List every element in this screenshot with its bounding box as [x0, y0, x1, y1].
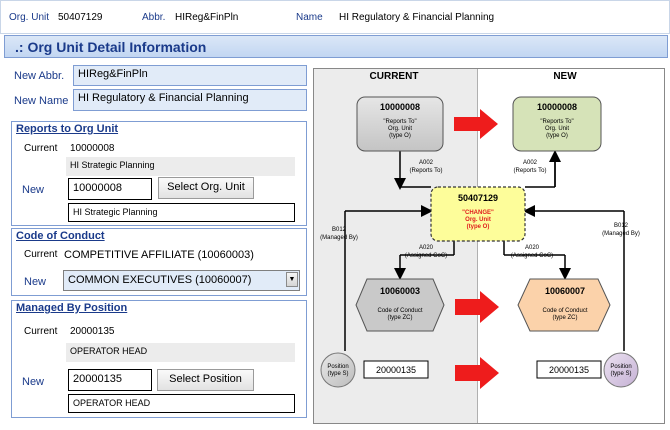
reports-to-current-id: 10000008: [70, 143, 115, 154]
red-arrow-icon: [455, 357, 499, 389]
rel-b012-current: B012: [332, 227, 347, 233]
current-coc-line1: Code of Conduct: [377, 308, 422, 314]
reports-to-title: Reports to Org Unit: [16, 123, 119, 135]
rel-a020-current-desc: (Assigned CoC): [405, 253, 447, 259]
reports-to-new-id-input[interactable]: 10000008: [68, 178, 152, 200]
abbr-value: HIReg&FinPln: [175, 12, 239, 23]
rel-a002-current-desc: (Reports To): [410, 168, 443, 174]
col-current-header: CURRENT: [370, 71, 419, 82]
managed-by-title: Managed By Position: [16, 302, 128, 314]
new-org-line2: Org. Unit: [545, 126, 569, 132]
dropdown-arrow-icon[interactable]: ▼: [286, 272, 298, 287]
new-name-field[interactable]: HI Regulatory & Financial Planning: [73, 89, 307, 111]
current-org-line3: (type O): [389, 133, 411, 139]
section-title-bar: .: Org Unit Detail Information: [4, 35, 668, 58]
current-position-line2: (type S): [327, 371, 348, 377]
rel-a002-current: A002: [419, 160, 434, 166]
changed-org-line3: (type O): [467, 224, 490, 230]
select-position-button[interactable]: Select Position: [157, 369, 254, 391]
changed-org-box: [430, 186, 526, 242]
code-of-conduct-title: Code of Conduct: [16, 230, 105, 242]
column-divider: [477, 69, 478, 423]
org-unit-label: Org. Unit: [9, 12, 50, 23]
new-coc-line2: (type ZC): [552, 315, 577, 321]
managed-by-current-label: Current: [24, 326, 58, 337]
col-new-header: NEW: [553, 71, 577, 82]
header-bar: Org. Unit 50407129 Abbr. HIReg&FinPln Na…: [0, 0, 670, 34]
new-position-line1: Position: [610, 364, 631, 370]
changed-org-line2: Org. Unit: [465, 217, 491, 223]
reports-to-current-label: Current: [24, 143, 58, 154]
new-position-id-box: [536, 360, 602, 379]
select-org-unit-button[interactable]: Select Org. Unit: [158, 177, 254, 199]
current-org-line1: "Reports To": [383, 119, 416, 125]
current-position-circle: [320, 352, 356, 388]
rel-b012-new-desc: (Managed By): [602, 231, 640, 237]
reports-to-new-label: New: [22, 184, 45, 196]
rel-a020-new: A020: [525, 245, 540, 251]
new-position-circle: [603, 352, 639, 388]
name-value: HI Regulatory & Financial Planning: [339, 12, 495, 23]
new-org-id: 10000008: [537, 102, 577, 112]
changed-org-line1: "CHANGE": [462, 210, 494, 216]
abbr-label: Abbr.: [142, 12, 166, 23]
org-unit-value: 50407129: [58, 12, 103, 23]
managed-by-current-id: 20000135: [70, 326, 115, 337]
current-coc-line2: (type ZC): [387, 315, 412, 321]
coc-current-value: COMPETITIVE AFFILIATE (10060003): [64, 249, 254, 261]
current-position-id: 20000135: [376, 365, 416, 375]
current-org-line2: Org. Unit: [388, 126, 412, 132]
coc-new-label: New: [24, 276, 47, 288]
new-name-label: New Name: [14, 95, 69, 107]
rel-a020-new-desc: (Assigned CoC): [511, 253, 553, 259]
current-position-id-box: [363, 360, 429, 379]
current-org-id: 10000008: [380, 102, 420, 112]
name-label: Name: [296, 12, 323, 23]
diagram-svg: CURRENT NEW A002 (Reports To) A002 (Repo…: [320, 71, 640, 389]
red-arrow-icon: [454, 109, 498, 139]
current-org-box: [356, 96, 444, 152]
change-diagram: CURRENT NEW A002 (Reports To) A002 (Repo…: [313, 68, 665, 424]
coc-new-selected-value: COMMON EXECUTIVES (10060007): [68, 274, 252, 286]
new-abbr-field[interactable]: HIReg&FinPln: [73, 65, 307, 86]
managed-by-new-name-field[interactable]: OPERATOR HEAD: [68, 394, 295, 413]
new-org-line1: "Reports To": [540, 119, 573, 125]
coc-new-select[interactable]: COMMON EXECUTIVES (10060007) ▼: [63, 270, 300, 291]
current-coc-shape: [355, 278, 445, 332]
coc-current-label: Current: [24, 249, 58, 260]
managed-by-new-label: New: [22, 376, 45, 388]
managed-by-new-id-input[interactable]: 20000135: [68, 369, 152, 391]
rel-a020-current: A020: [419, 245, 434, 251]
new-position-line2: (type S): [610, 371, 631, 377]
new-position-id: 20000135: [549, 365, 589, 375]
managed-by-current-name: OPERATOR HEAD: [66, 343, 295, 362]
new-abbr-label: New Abbr.: [14, 70, 65, 82]
rel-a002-new: A002: [523, 160, 538, 166]
new-coc-id: 10060007: [545, 286, 585, 296]
new-coc-line1: Code of Conduct: [542, 308, 587, 314]
changed-org-id: 50407129: [458, 193, 498, 203]
red-arrow-icon: [455, 291, 499, 323]
current-position-line1: Position: [327, 364, 348, 370]
new-org-box: [512, 96, 602, 152]
reports-to-new-name-field[interactable]: HI Strategic Planning: [68, 203, 295, 222]
rel-b012-current-desc: (Managed By): [320, 235, 358, 241]
current-coc-id: 10060003: [380, 286, 420, 296]
rel-a002-new-desc: (Reports To): [514, 168, 547, 174]
rel-b012-new: B012: [614, 223, 629, 229]
reports-to-current-name: HI Strategic Planning: [66, 157, 295, 176]
new-coc-shape: [517, 278, 611, 332]
section-title: .: Org Unit Detail Information: [15, 39, 207, 55]
new-org-line3: (type O): [546, 133, 568, 139]
